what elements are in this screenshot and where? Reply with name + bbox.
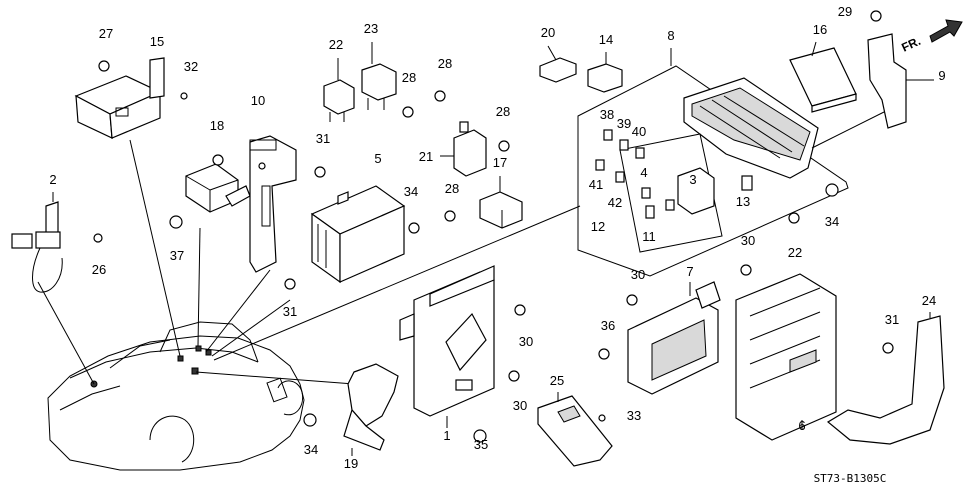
part-label-20: 20 [541,25,555,40]
part-label-34: 34 [404,184,418,199]
car-silhouette [47,321,305,471]
part-7-bracket [627,281,721,395]
part-label-28: 28 [402,70,416,85]
part-label-3: 3 [689,172,696,187]
part-label-21: 21 [419,149,433,164]
part-label-17: 17 [493,155,507,170]
part-label-40: 40 [632,124,646,139]
part-label-38: 38 [600,107,614,122]
part-label-5: 5 [374,151,381,166]
part-label-13: 13 [736,194,750,209]
part-label-15: 15 [150,34,164,49]
part-22-relay [323,58,355,122]
part-label-11: 11 [642,229,656,244]
part-label-1: 1 [443,428,450,443]
part-label-9: 9 [938,68,945,83]
diagram-code: ST73-B1305C [814,472,887,485]
part-label-34: 34 [825,214,839,229]
hardware-bolts [93,10,894,443]
part-label-24: 24 [922,293,936,308]
part-label-29: 29 [838,4,852,19]
part-label-2: 2 [49,172,56,187]
part-24-bracket [826,312,945,445]
part-1-control-unit [399,265,495,428]
part-label-4: 4 [640,165,647,180]
part-label-28: 28 [496,104,510,119]
part-label-22: 22 [329,37,343,52]
small-fuses [595,129,675,219]
part-16-cover [789,41,857,113]
part-label-27: 27 [99,26,113,41]
direction-mark: FR. [899,34,922,55]
part-label-26: 26 [92,262,106,277]
part-19-bracket [343,363,399,456]
callout-lines [37,139,581,385]
front-direction-arrow [929,19,963,43]
part-25-switch [537,392,613,467]
part-label-16: 16 [813,22,827,37]
part-label-30: 30 [519,334,533,349]
part-18-relay [185,154,251,213]
part-label-28: 28 [438,56,452,71]
part-label-25: 25 [550,373,564,388]
part-label-42: 42 [608,195,622,210]
part-15-module [74,57,165,139]
part-label-34: 34 [304,442,318,457]
part-8-fuse-box-frame [577,48,849,277]
part-label-30: 30 [631,267,645,282]
part-label-30: 30 [513,398,527,413]
part-17-relay [479,176,523,229]
part-label-39: 39 [617,116,631,131]
part-label-28: 28 [445,181,459,196]
part-label-36: 36 [601,318,615,333]
part-6-ecu [735,273,837,441]
part-21-relay [440,121,487,177]
part-5-control-unit [310,185,406,284]
part-label-14: 14 [599,32,613,47]
part-2-sensor [11,192,63,293]
part-label-23: 23 [364,21,378,36]
part-14-relay [587,52,623,93]
part-label-18: 18 [210,118,224,133]
part-label-35: 35 [474,437,488,452]
part-label-8: 8 [667,28,674,43]
part-label-6: 6 [798,418,805,433]
part-label-22: 22 [788,245,802,260]
part-label-31: 31 [283,304,297,319]
part-9-bracket [811,33,934,149]
part-label-31: 31 [885,312,899,327]
part-label-37: 37 [170,248,184,263]
part-label-7: 7 [686,264,693,279]
part-label-10: 10 [251,93,265,108]
part-10-bracket [249,135,297,273]
part-23-relay [361,42,397,110]
part-label-19: 19 [344,456,358,471]
part-label-30: 30 [741,233,755,248]
part-label-32: 32 [184,59,198,74]
part-label-12: 12 [591,219,605,234]
part-label-31: 31 [316,131,330,146]
part-20-relay [539,45,577,83]
part-label-41: 41 [589,177,603,192]
part-label-33: 33 [627,408,641,423]
